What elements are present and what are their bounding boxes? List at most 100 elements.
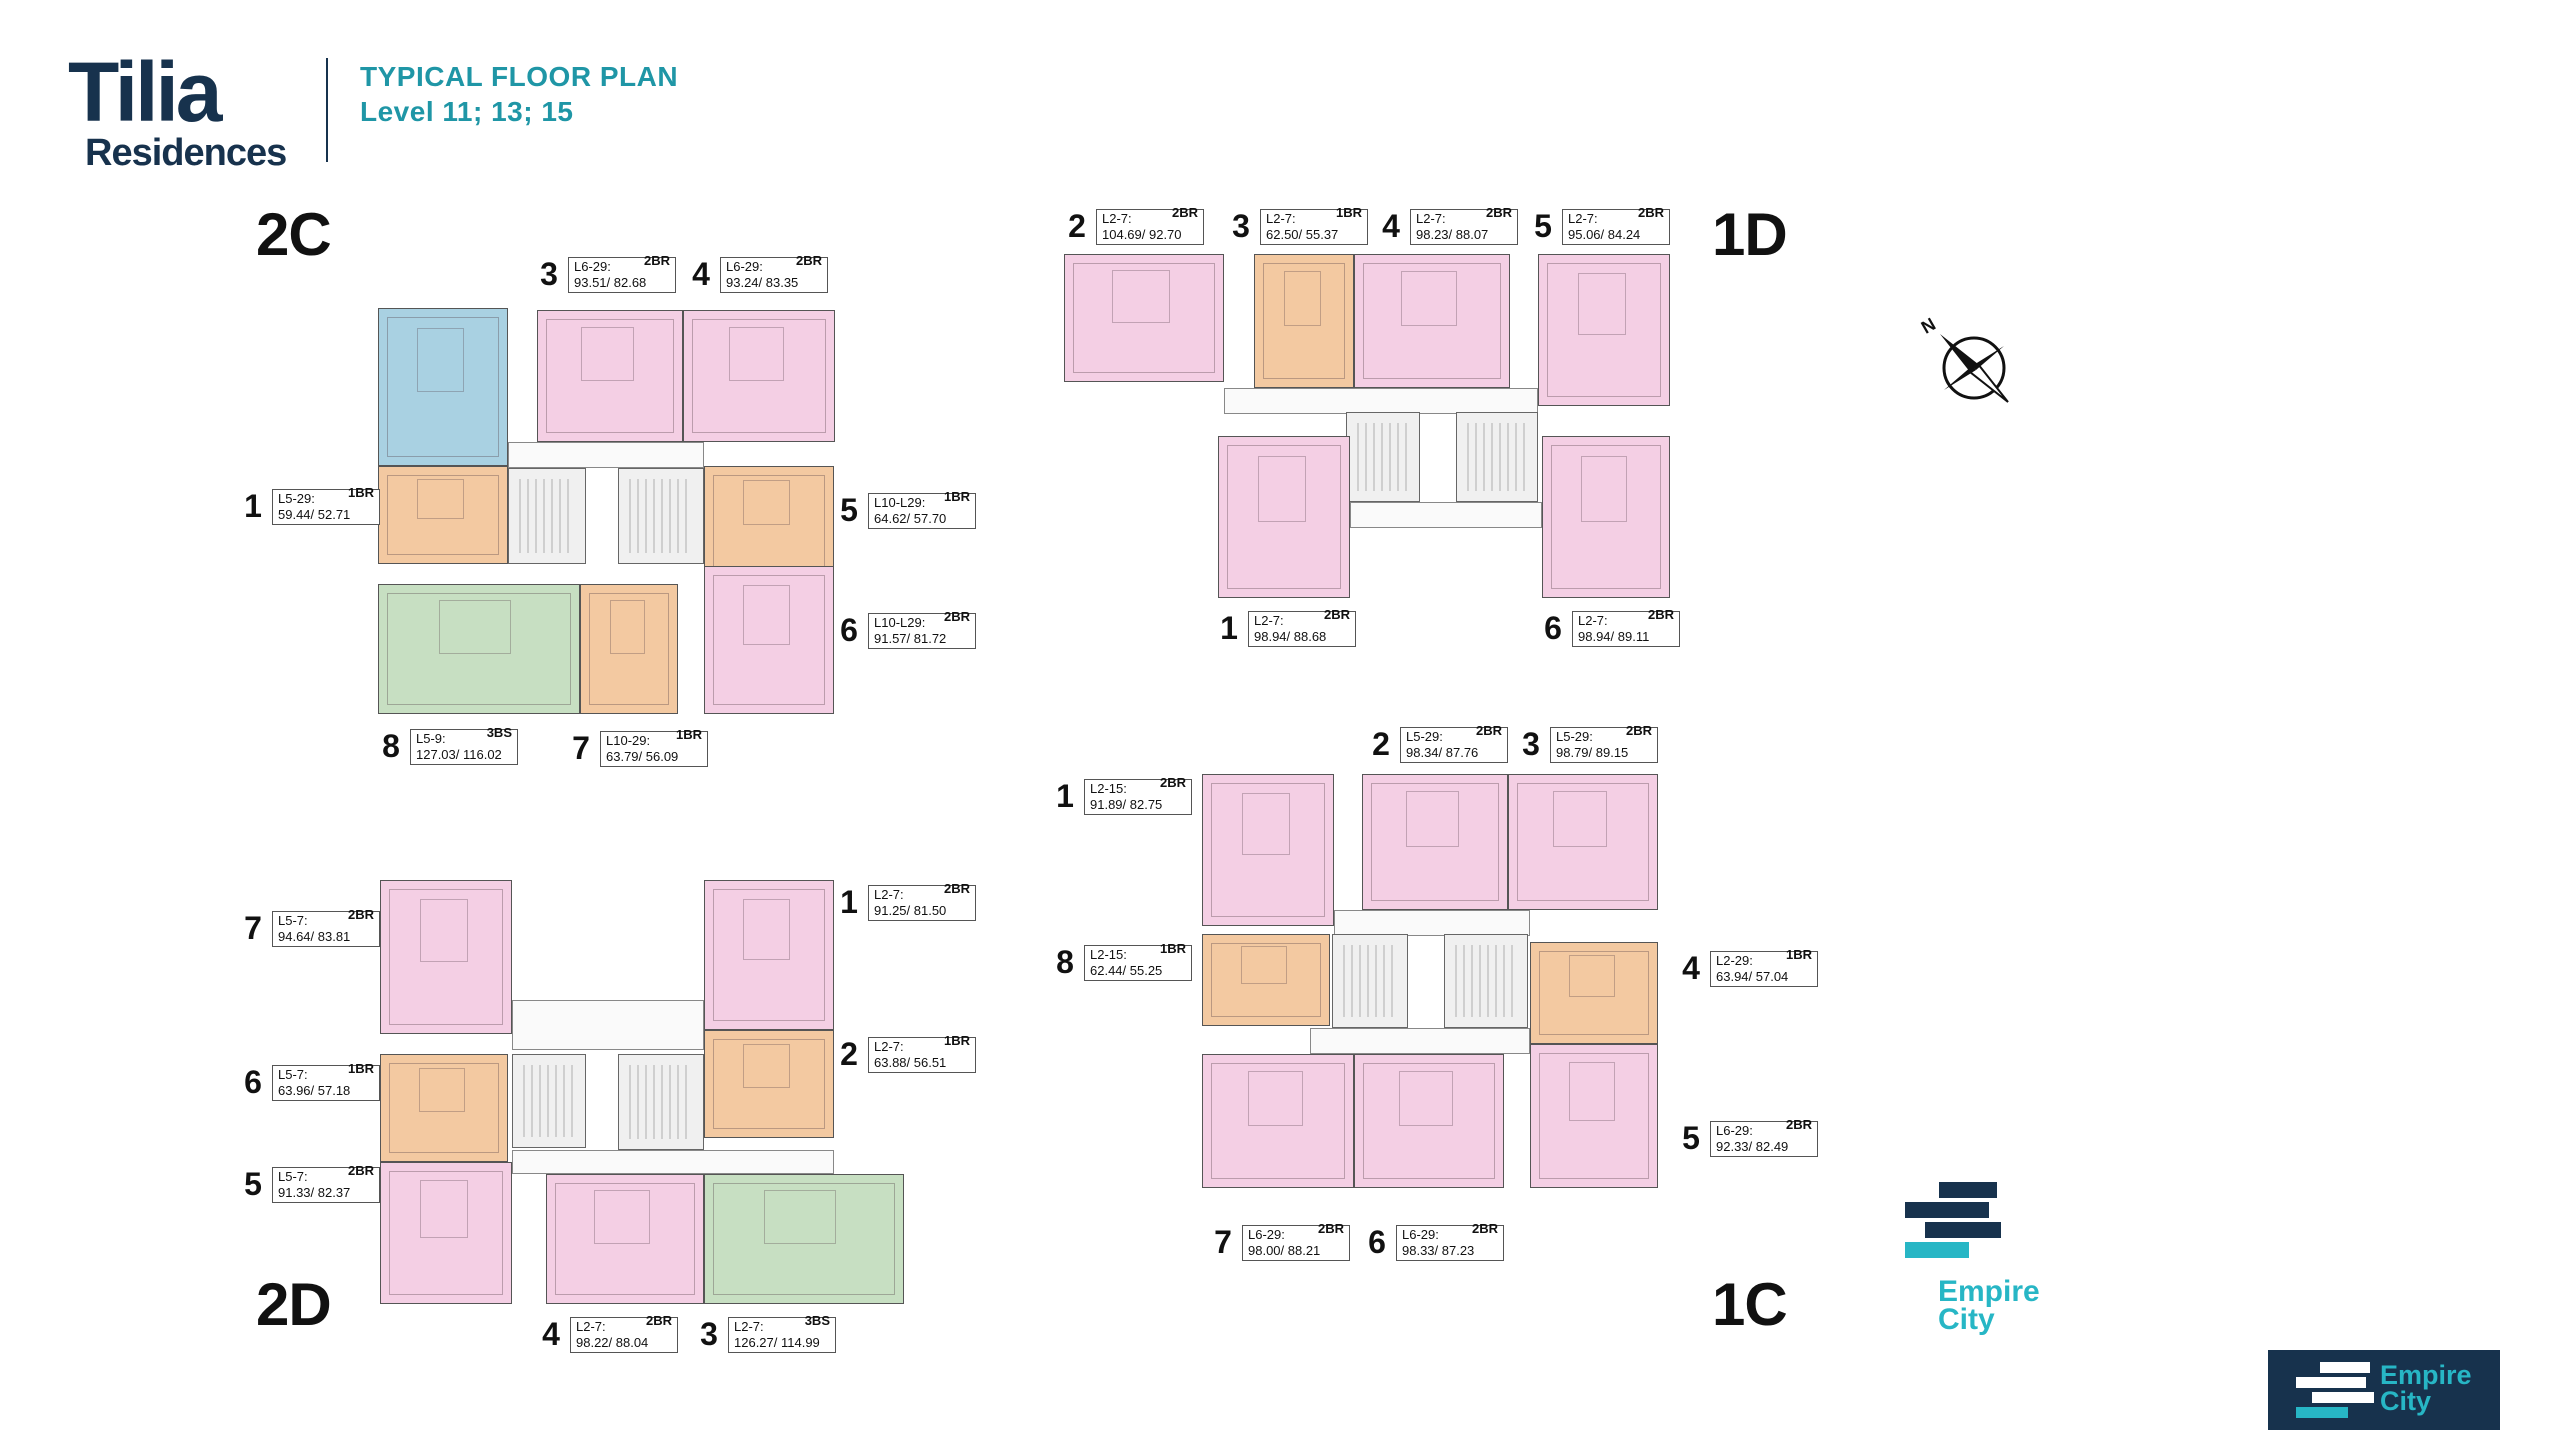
- unit-number: 1: [1220, 610, 1238, 646]
- logo-line2: Residences: [85, 132, 287, 174]
- unit-levels: L2-7:: [1266, 210, 1296, 226]
- unit-area: 64.62/ 57.70: [874, 510, 947, 526]
- unit-area: 92.33/ 82.49: [1716, 1138, 1789, 1154]
- unit-tag-1c-2: 2 L5-29:2BR 98.34/ 87.76: [1368, 723, 1508, 763]
- unit-tag-1c-8: 8 L2-15:1BR 62.44/ 55.25: [1052, 941, 1192, 981]
- unit-area: 98.23/ 88.07: [1416, 226, 1489, 242]
- unit-tag-2c-6: 6 L10-L29:2BR 91.57/ 81.72: [836, 608, 976, 649]
- unit-1d-4: [1354, 254, 1510, 388]
- unit-type: 2BR: [1323, 606, 1350, 622]
- corridor: [512, 1000, 704, 1050]
- brand-line2: City: [1938, 1303, 1995, 1336]
- unit-1d-2: [1064, 254, 1224, 382]
- corridor-south: [1310, 1028, 1530, 1054]
- core-lift: [618, 1054, 704, 1150]
- unit-number: 5: [840, 492, 858, 528]
- unit-number: 4: [1382, 208, 1400, 244]
- unit-2d-5: [380, 1162, 512, 1304]
- unit-type: 2BR: [1625, 722, 1652, 738]
- unit-info-box: L5-7:2BR 94.64/ 83.81: [272, 907, 380, 947]
- unit-tag-1c-1: 1 L2-15:2BR 91.89/ 82.75: [1052, 775, 1192, 815]
- unit-1c-4: [1530, 942, 1658, 1044]
- unit-area: 59.44/ 52.71: [278, 506, 351, 522]
- unit-2d-1: [704, 880, 834, 1030]
- unit-1d-5: [1538, 254, 1670, 406]
- unit-1c-1: [1202, 774, 1334, 926]
- unit-type: 2BR: [645, 1312, 672, 1328]
- unit-tag-1d-2: 2 L2-7:2BR 104.69/ 92.70: [1064, 204, 1204, 245]
- core-lift: [618, 468, 704, 564]
- unit-info-box: L2-29:1BR 63.94/ 57.04: [1710, 947, 1818, 987]
- unit-levels: L6-29:: [1716, 1122, 1753, 1138]
- unit-area: 98.22/ 88.04: [576, 1334, 649, 1350]
- unit-number: 7: [1214, 1224, 1232, 1260]
- unit-type: 2BR: [643, 252, 670, 268]
- core-lift: [1444, 934, 1528, 1028]
- badge-line2: City: [2380, 1386, 2432, 1416]
- corridor-south: [1350, 502, 1542, 528]
- unit-info-box: L5-29:2BR 98.79/ 89.15: [1550, 723, 1658, 763]
- unit-1d-3: [1254, 254, 1354, 388]
- unit-type: 1BR: [675, 726, 702, 742]
- unit-number: 6: [840, 612, 858, 648]
- unit-info-box: L2-15:1BR 62.44/ 55.25: [1084, 941, 1192, 981]
- unit-info-box: L2-7:2BR 98.94/ 89.11: [1572, 607, 1680, 647]
- unit-info-box: L2-7:3BS 126.27/ 114.99: [728, 1313, 836, 1353]
- unit-2c-1: [378, 466, 508, 564]
- page-title: TYPICAL FLOOR PLAN: [360, 61, 679, 92]
- block-label-1d: 1D: [1712, 201, 1788, 268]
- empire-city-badge: Empire City: [2268, 1350, 2500, 1430]
- unit-number: 6: [244, 1064, 262, 1100]
- unit-info-box: L5-29:2BR 98.34/ 87.76: [1400, 723, 1508, 763]
- unit-type: 1BR: [1785, 946, 1812, 962]
- block-label-2c: 2C: [256, 201, 332, 268]
- core-stair: [512, 1054, 586, 1148]
- header-title-block: TYPICAL FLOOR PLAN Level 11; 13; 15: [360, 60, 678, 130]
- unit-area: 104.69/ 92.70: [1102, 226, 1182, 242]
- core-stair: [1332, 934, 1408, 1028]
- unit-number: 2: [840, 1036, 858, 1072]
- unit-levels: L5-7:: [278, 1066, 308, 1082]
- unit-levels: L2-7:: [1102, 210, 1132, 226]
- unit-type: 2BR: [1485, 204, 1512, 220]
- unit-number: 2: [1372, 726, 1390, 762]
- unit-info-box: L6-29:2BR 98.33/ 87.23: [1396, 1221, 1504, 1261]
- unit-levels: L2-7:: [1254, 612, 1284, 628]
- unit-levels: L10-29:: [606, 732, 651, 748]
- unit-area: 91.33/ 82.37: [278, 1184, 351, 1200]
- core-lift: [1456, 412, 1538, 502]
- unit-levels: L5-29:: [1556, 728, 1593, 744]
- logo-line1: Tilia: [68, 45, 223, 139]
- unit-levels: L5-9:: [416, 730, 446, 746]
- unit-type: 2BR: [1475, 722, 1502, 738]
- unit-type: 2BR: [1637, 204, 1664, 220]
- block-label-1c: 1C: [1712, 1271, 1788, 1338]
- unit-info-box: L2-7:2BR 98.94/ 88.68: [1248, 607, 1356, 647]
- unit-2c-4: [683, 310, 835, 442]
- unit-2c-6: [704, 566, 834, 714]
- north-label: N: [1918, 314, 1939, 338]
- unit-type: 1BR: [347, 1060, 374, 1076]
- corridor-south: [512, 1150, 834, 1174]
- unit-2c-3: [537, 310, 683, 442]
- unit-number: 7: [572, 730, 590, 766]
- unit-type: 2BR: [943, 608, 970, 624]
- unit-2c-7: [580, 584, 678, 714]
- unit-info-box: L6-29:2BR 92.33/ 82.49: [1710, 1117, 1818, 1157]
- unit-type: 1BR: [347, 484, 374, 500]
- page-subtitle: Level 11; 13; 15: [360, 96, 574, 127]
- unit-info-box: L6-29:2BR 98.00/ 88.21: [1242, 1221, 1350, 1261]
- unit-area: 62.50/ 55.37: [1266, 226, 1339, 242]
- unit-info-box: L5-7:2BR 91.33/ 82.37: [272, 1163, 380, 1203]
- unit-type: 2BR: [795, 252, 822, 268]
- unit-type: 2BR: [1171, 204, 1198, 220]
- unit-number: 4: [1682, 950, 1700, 986]
- unit-1c-6: [1354, 1054, 1504, 1188]
- unit-levels: L2-15:: [1090, 780, 1127, 796]
- unit-levels: L10-L29:: [874, 614, 926, 630]
- unit-levels: L6-29:: [1248, 1226, 1285, 1242]
- unit-levels: L2-7:: [1578, 612, 1608, 628]
- unit-number: 4: [542, 1316, 560, 1352]
- unit-number: 3: [1522, 726, 1540, 762]
- unit-info-box: L6-29:2BR 93.24/ 83.35: [720, 253, 828, 293]
